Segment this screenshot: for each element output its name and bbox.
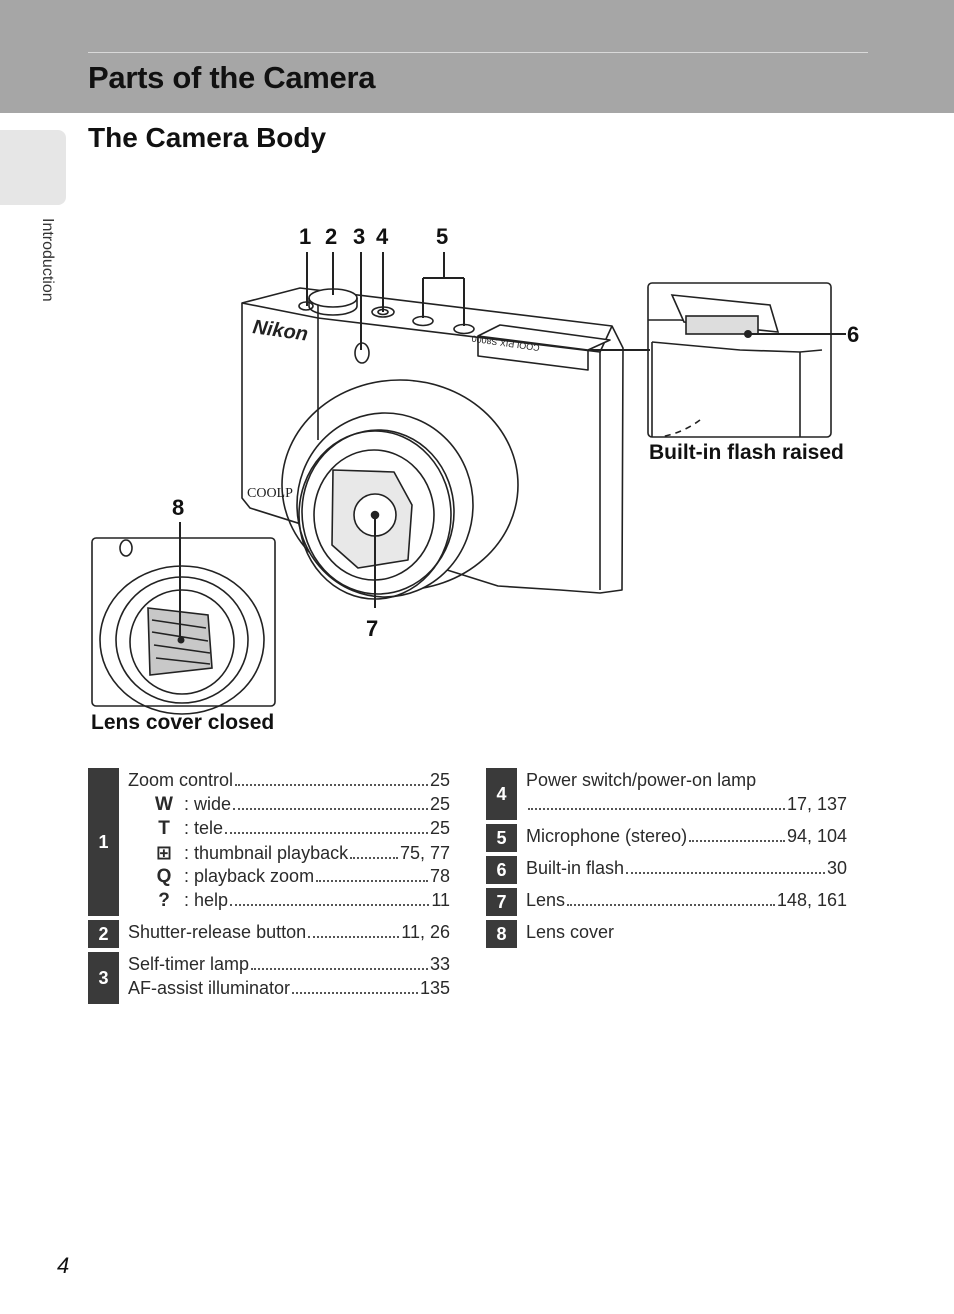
- callout-6: 6: [847, 322, 859, 347]
- header-rule: [88, 52, 868, 53]
- callout-3: 3: [353, 224, 365, 249]
- brand-logo: Nikon: [251, 316, 309, 346]
- callout-1: 1: [299, 224, 311, 249]
- callout-8: 8: [172, 495, 184, 520]
- section-title: The Camera Body: [88, 122, 327, 153]
- callout-5: 5: [436, 224, 448, 249]
- table-row: 4 Power switch/power-on lamp 17, 137: [486, 768, 847, 820]
- page-number: 4: [57, 1253, 70, 1278]
- list-item: Power switch/power-on lamp: [526, 770, 757, 790]
- callout-7: 7: [366, 616, 378, 641]
- table-row: 8 Lens cover: [486, 920, 847, 948]
- part-number: 1: [88, 768, 119, 916]
- callout-2: 2: [325, 224, 337, 249]
- series-label: COOLP: [247, 486, 293, 501]
- part-number: 2: [88, 920, 119, 948]
- lens-cover-caption: Lens cover closed: [91, 711, 275, 734]
- header-band: [0, 0, 954, 113]
- parts-table-right: 4 Power switch/power-on lamp 17, 137 5 M…: [486, 764, 847, 952]
- tele-icon: T: [158, 818, 170, 839]
- page-title: Parts of the Camera: [88, 60, 376, 95]
- part-number: 4: [486, 768, 517, 820]
- help-icon: ?: [158, 890, 170, 911]
- side-tab[interactable]: [0, 130, 66, 205]
- flash-inset-frame: [647, 282, 832, 438]
- part-number: 7: [486, 888, 517, 916]
- table-row: 5 Microphone (stereo)94, 104: [486, 824, 847, 852]
- wide-icon: W: [155, 794, 173, 815]
- camera-body-diagram: Nikon COOLPIX S8000 COOLP: [91, 224, 859, 715]
- camera-body-outline: [241, 287, 624, 594]
- playback-zoom-icon: Q: [156, 866, 172, 887]
- flash-window: [685, 315, 759, 335]
- list-item: Lens cover: [526, 922, 615, 942]
- part-number: 5: [486, 824, 517, 852]
- part-number: 8: [486, 920, 517, 948]
- flash-housing: [477, 324, 611, 351]
- side-tab-label: Introduction: [39, 218, 56, 302]
- thumbnail-playback-icon: ⊞: [156, 843, 172, 864]
- list-item: 17, 137: [526, 794, 847, 818]
- part-number: 3: [88, 952, 119, 1004]
- callout-4: 4: [376, 224, 389, 249]
- flash-raised-caption: Built-in flash raised: [649, 441, 844, 464]
- part-number: 6: [486, 856, 517, 884]
- list-item: Microphone (stereo)94, 104: [526, 826, 847, 846]
- lens-cover-inset-frame: [91, 537, 276, 707]
